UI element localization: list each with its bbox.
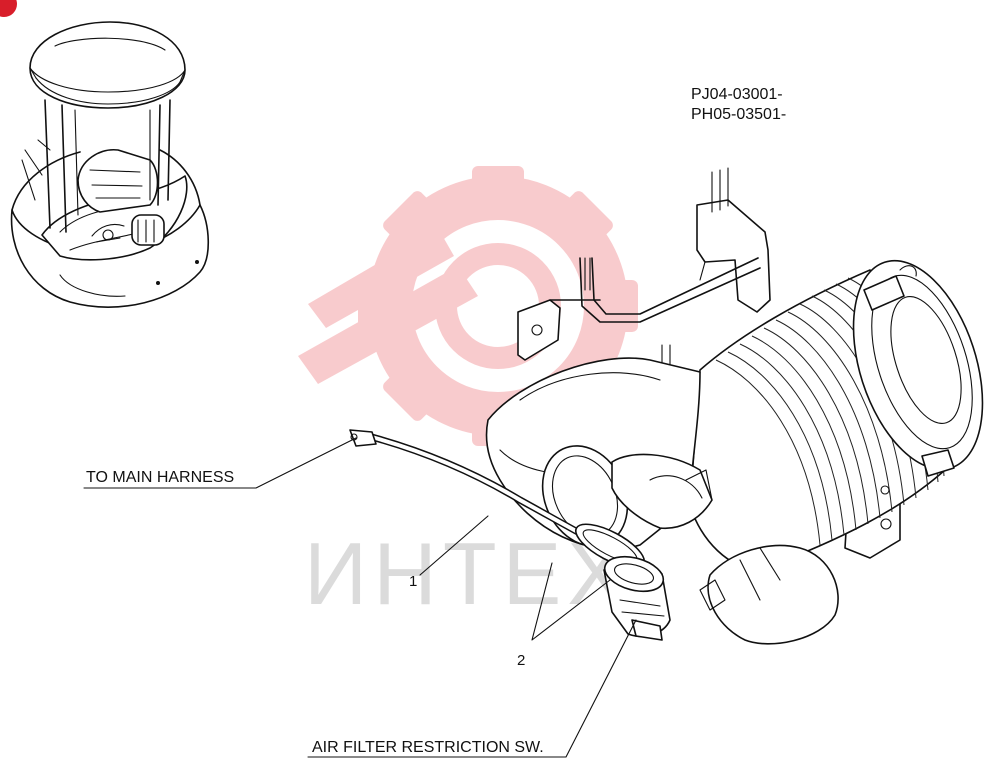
restriction-switch-part (349, 429, 671, 641)
model-code-1: PJ04-03001- (691, 86, 783, 103)
restriction-switch-label: AIR FILTER RESTRICTION SW. (312, 739, 544, 756)
item-1-leader (419, 515, 489, 576)
corner-badge-icon (0, 0, 17, 17)
model-code-2: PH05-03501- (691, 106, 786, 123)
main-harness-leader (83, 437, 357, 489)
restriction-switch-leader (307, 619, 637, 758)
main-harness-label: TO MAIN HARNESS (86, 469, 234, 486)
watermark-logo (298, 166, 638, 446)
air-cleaner-assembly (485, 259, 984, 645)
item-1-number: 1 (409, 573, 417, 590)
item-2-leader (531, 562, 611, 641)
callout-leaders (83, 437, 637, 758)
machine-overview-illustration (10, 21, 210, 308)
item-2-number: 2 (517, 652, 525, 669)
